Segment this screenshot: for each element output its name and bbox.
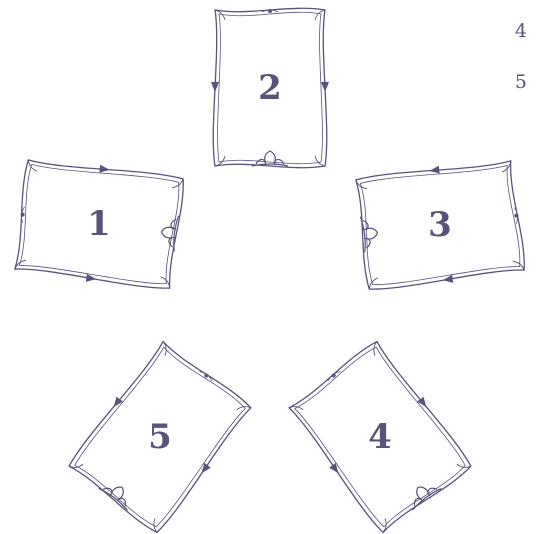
- card-number-5: 5: [148, 417, 172, 457]
- card-number-4: 4: [368, 417, 392, 457]
- card-1[interactable]: 1: [13, 156, 186, 293]
- card-3[interactable]: 3: [354, 157, 527, 294]
- card-number-2: 2: [258, 68, 282, 108]
- side-list-item-4: 4: [515, 20, 527, 42]
- card-number-1: 1: [87, 204, 111, 244]
- card-5[interactable]: 5: [65, 338, 255, 534]
- side-list-item-5: 5: [515, 71, 527, 93]
- card-number-3: 3: [428, 205, 452, 245]
- card-4[interactable]: 4: [285, 338, 475, 534]
- card-2[interactable]: 2: [211, 8, 329, 167]
